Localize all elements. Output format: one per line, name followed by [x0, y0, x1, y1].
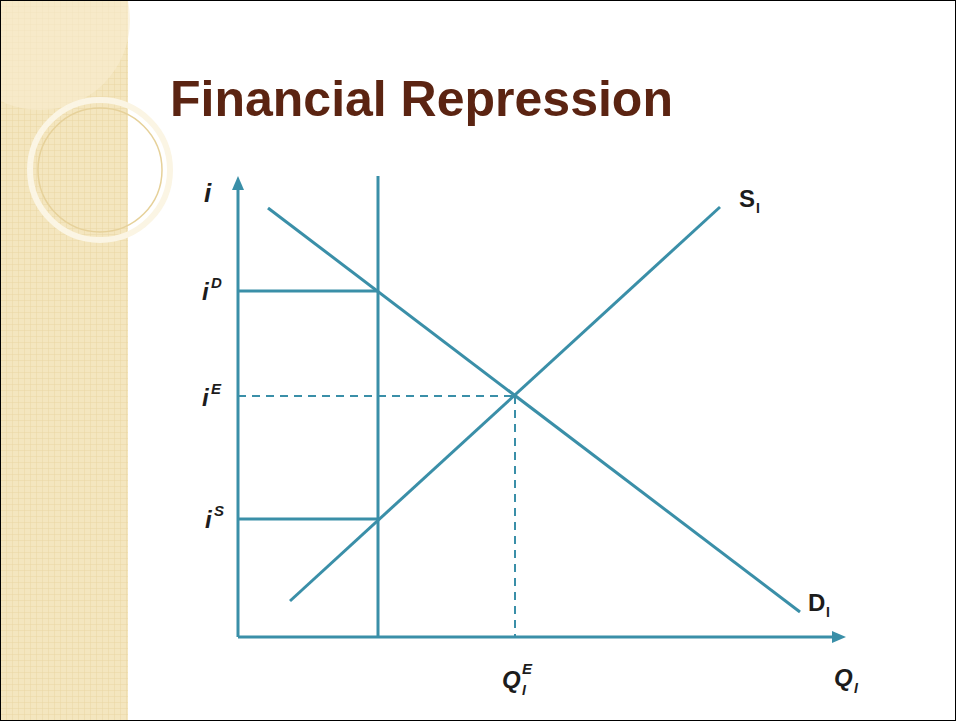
- axis-label: Q: [834, 666, 853, 690]
- demand-curve: [268, 208, 800, 612]
- x-axis: [238, 636, 836, 639]
- equilibrium-quantity-guide: [514, 396, 516, 637]
- equilibrium-rate-guide: [238, 395, 515, 397]
- quantity-superscript: E: [522, 661, 532, 676]
- axis-arrowhead: [232, 176, 244, 190]
- decor-ring: [30, 100, 170, 240]
- curve-label: S: [739, 187, 755, 211]
- rate-label: i: [202, 280, 209, 304]
- axis-arrowhead: [832, 631, 846, 643]
- rate-label: i: [202, 386, 209, 410]
- decor-circle: [0, 0, 130, 110]
- slide-title: Financial Repression: [170, 74, 673, 124]
- decor-ring: [38, 108, 162, 232]
- curve-subscript: I: [826, 605, 830, 619]
- y-axis: [237, 186, 240, 637]
- quantity-subscript: I: [522, 683, 526, 697]
- axis-label: i: [204, 180, 211, 206]
- quantity-ceiling-line: [377, 176, 380, 637]
- rate-superscript: S: [214, 503, 224, 518]
- quantity-label: Q: [502, 668, 521, 692]
- rate-label: i: [205, 508, 212, 532]
- curve-label: D: [808, 591, 825, 615]
- supply-rate-line: [238, 518, 378, 521]
- rate-superscript: D: [211, 275, 222, 290]
- axis-subscript: I: [854, 681, 858, 695]
- curve-subscript: I: [756, 201, 760, 215]
- rate-superscript: E: [211, 381, 221, 396]
- deposit-rate-line: [238, 290, 378, 293]
- supply-curve: [290, 207, 720, 601]
